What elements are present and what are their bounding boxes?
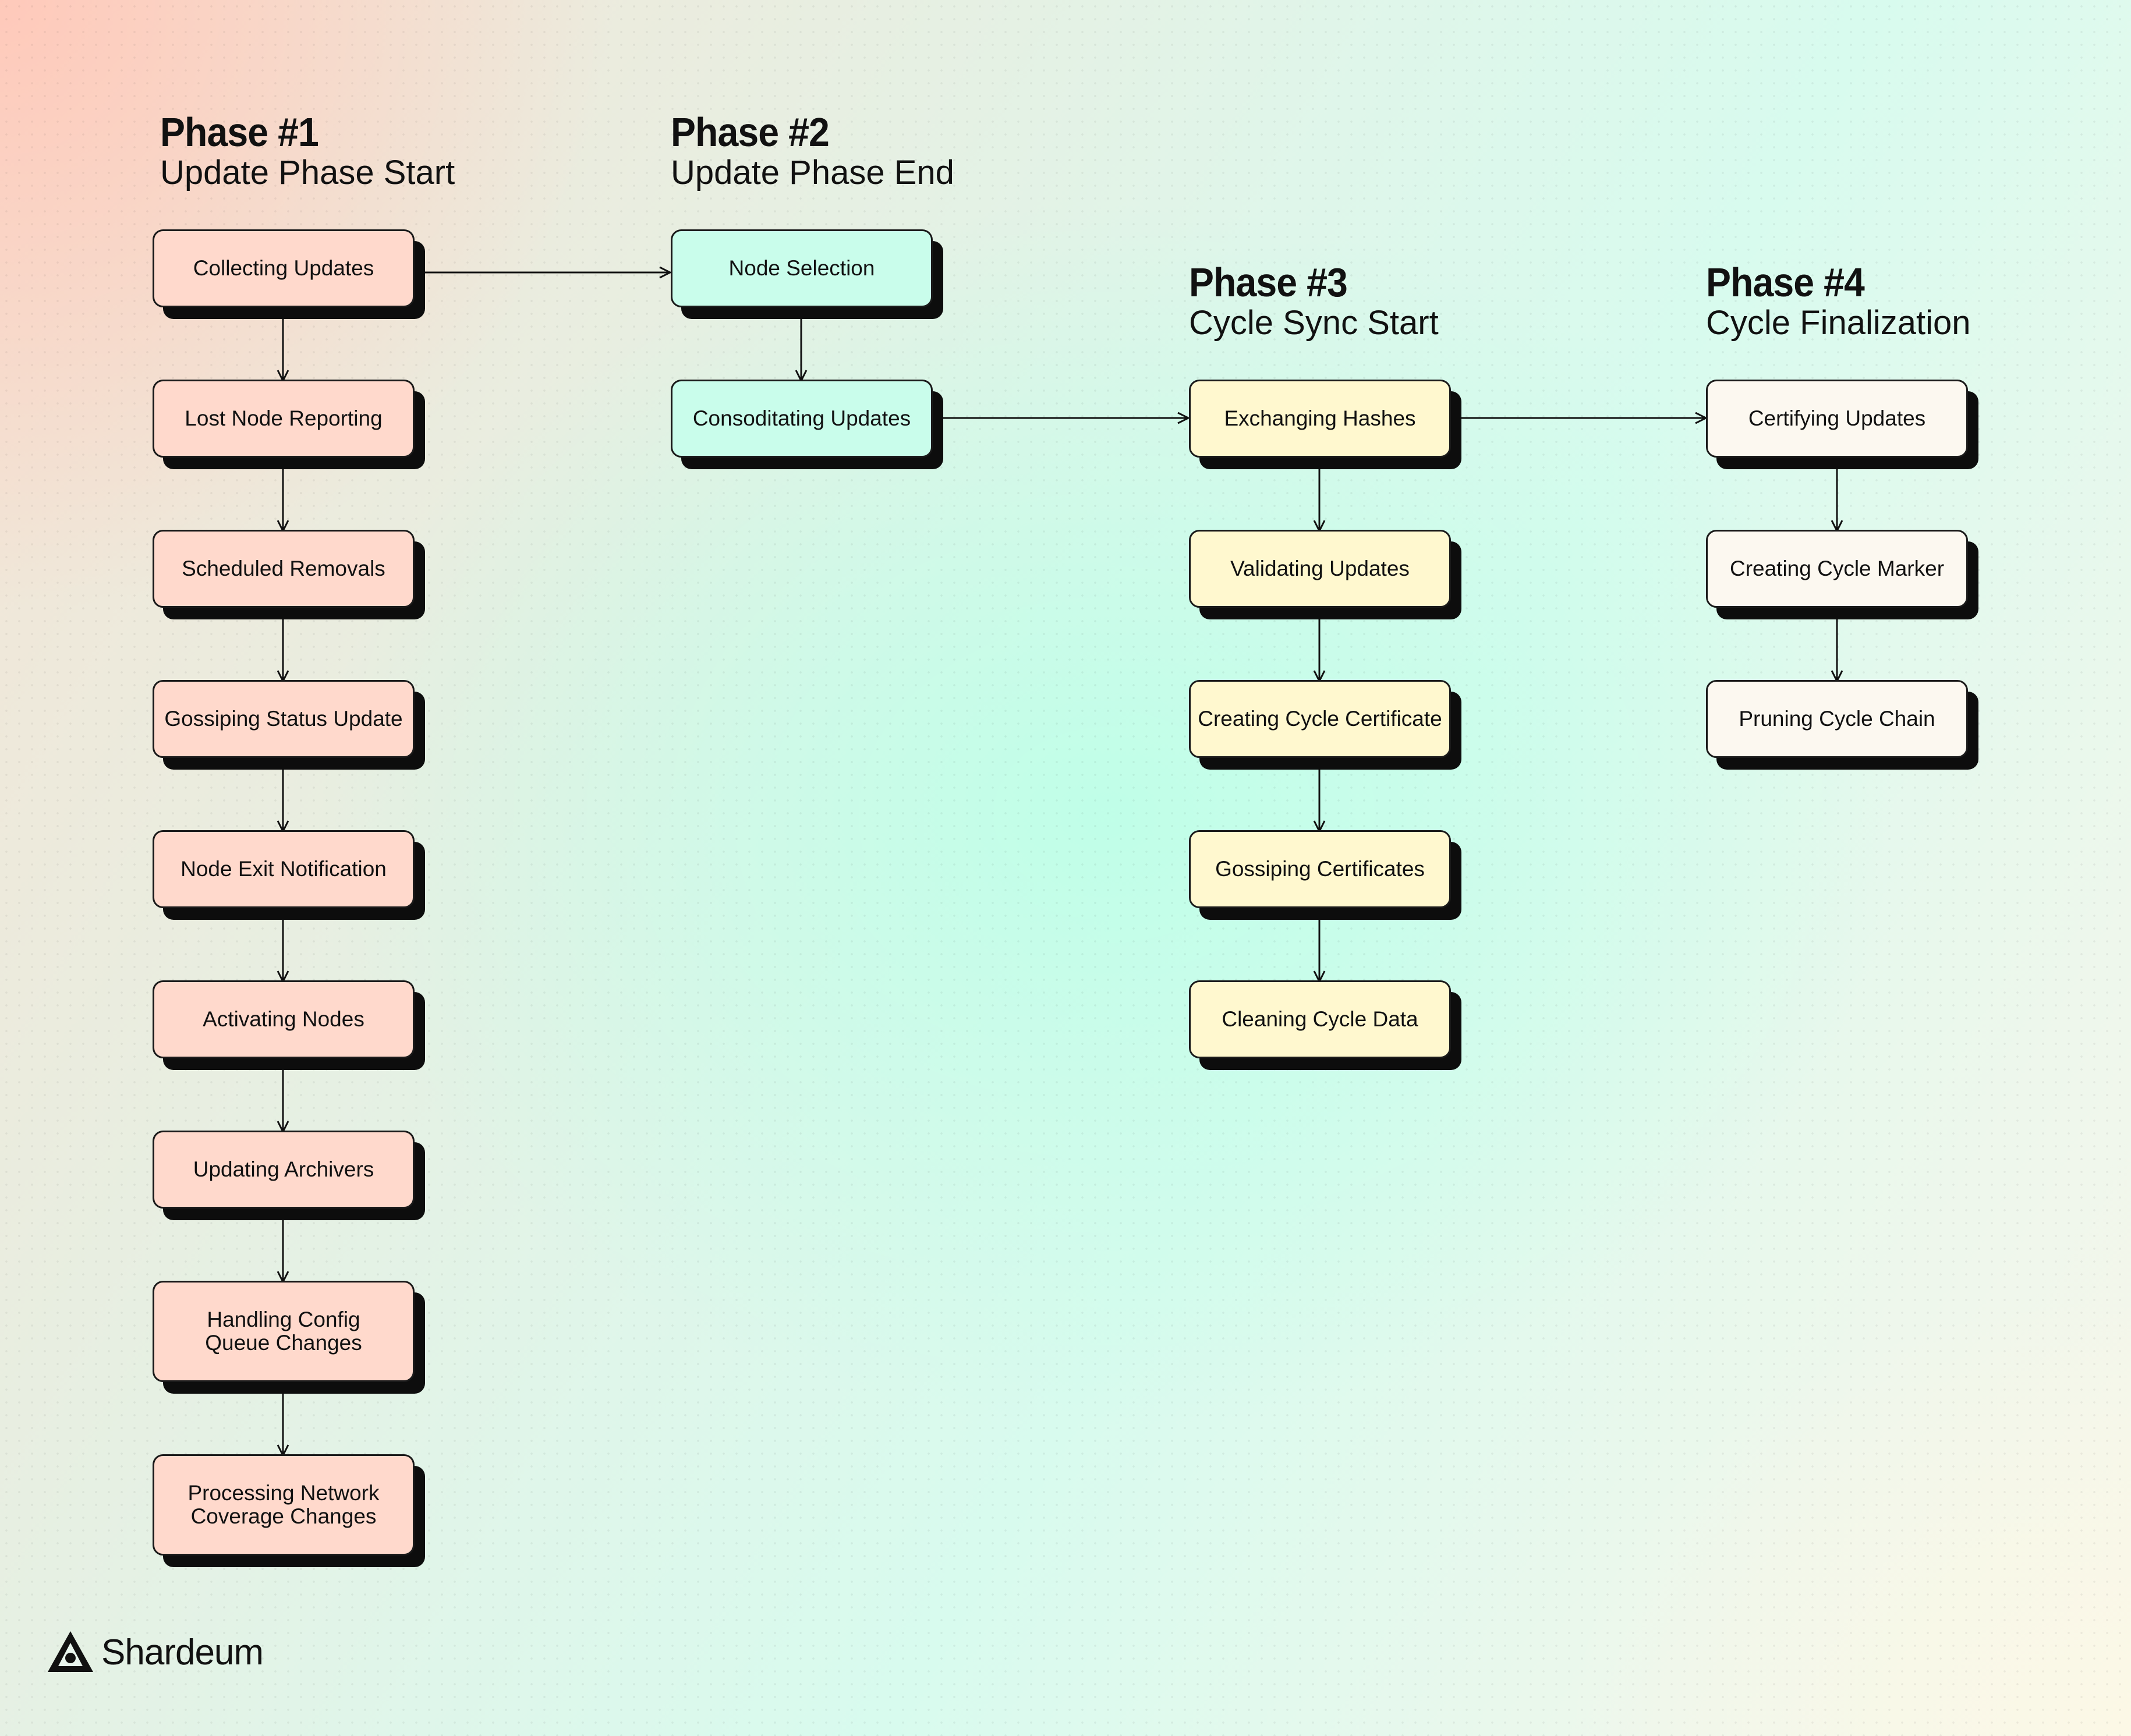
node-node-selection[interactable]: Node Selection — [671, 229, 933, 307]
phase-2-number: Phase #2 — [671, 109, 830, 155]
logo-text: Shardeum — [101, 1632, 264, 1673]
node-pruning-cycle-chain[interactable]: Pruning Cycle Chain — [1706, 680, 1968, 758]
node-collecting-updates[interactable]: Collecting Updates — [153, 229, 415, 307]
phase-4-number: Phase #4 — [1706, 260, 1865, 305]
node-updating-archivers[interactable]: Updating Archivers — [153, 1131, 415, 1209]
node-scheduled-removals[interactable]: Scheduled Removals — [153, 530, 415, 608]
node-certifying-updates[interactable]: Certifying Updates — [1706, 380, 1968, 458]
node-node-exit-notification[interactable]: Node Exit Notification — [153, 830, 415, 908]
phase-2-header: Phase #2 Update Phase End — [671, 112, 954, 192]
phase-2-title: Update Phase End — [671, 154, 954, 192]
phase-4-header: Phase #4 Cycle Finalization — [1706, 262, 1971, 342]
shardeum-logo: Shardeum — [47, 1630, 264, 1674]
node-lost-node-reporting[interactable]: Lost Node Reporting — [153, 380, 415, 458]
node-processing-network-coverage-changes[interactable]: Processing Network Coverage Changes — [153, 1454, 415, 1556]
node-cleaning-cycle-data[interactable]: Cleaning Cycle Data — [1189, 980, 1451, 1058]
phase-1-number: Phase #1 — [160, 109, 319, 155]
node-handling-config-queue-changes[interactable]: Handling Config Queue Changes — [153, 1281, 415, 1382]
node-creating-cycle-marker[interactable]: Creating Cycle Marker — [1706, 530, 1968, 608]
phase-1-header: Phase #1 Update Phase Start — [160, 112, 455, 192]
node-gossiping-certificates[interactable]: Gossiping Certificates — [1189, 830, 1451, 908]
phase-3-header: Phase #3 Cycle Sync Start — [1189, 262, 1439, 342]
phase-1-title: Update Phase Start — [160, 154, 455, 192]
node-gossiping-status-update[interactable]: Gossiping Status Update — [153, 680, 415, 758]
phase-3-number: Phase #3 — [1189, 260, 1348, 305]
node-validating-updates[interactable]: Validating Updates — [1189, 530, 1451, 608]
node-creating-cycle-certificate[interactable]: Creating Cycle Certificate — [1189, 680, 1451, 758]
node-consolidating-updates[interactable]: Consoditating Updates — [671, 380, 933, 458]
node-exchanging-hashes[interactable]: Exchanging Hashes — [1189, 380, 1451, 458]
shardeum-logo-icon — [48, 1631, 93, 1672]
phase-3-title: Cycle Sync Start — [1189, 304, 1439, 342]
phase-4-title: Cycle Finalization — [1706, 304, 1971, 342]
node-activating-nodes[interactable]: Activating Nodes — [153, 980, 415, 1058]
